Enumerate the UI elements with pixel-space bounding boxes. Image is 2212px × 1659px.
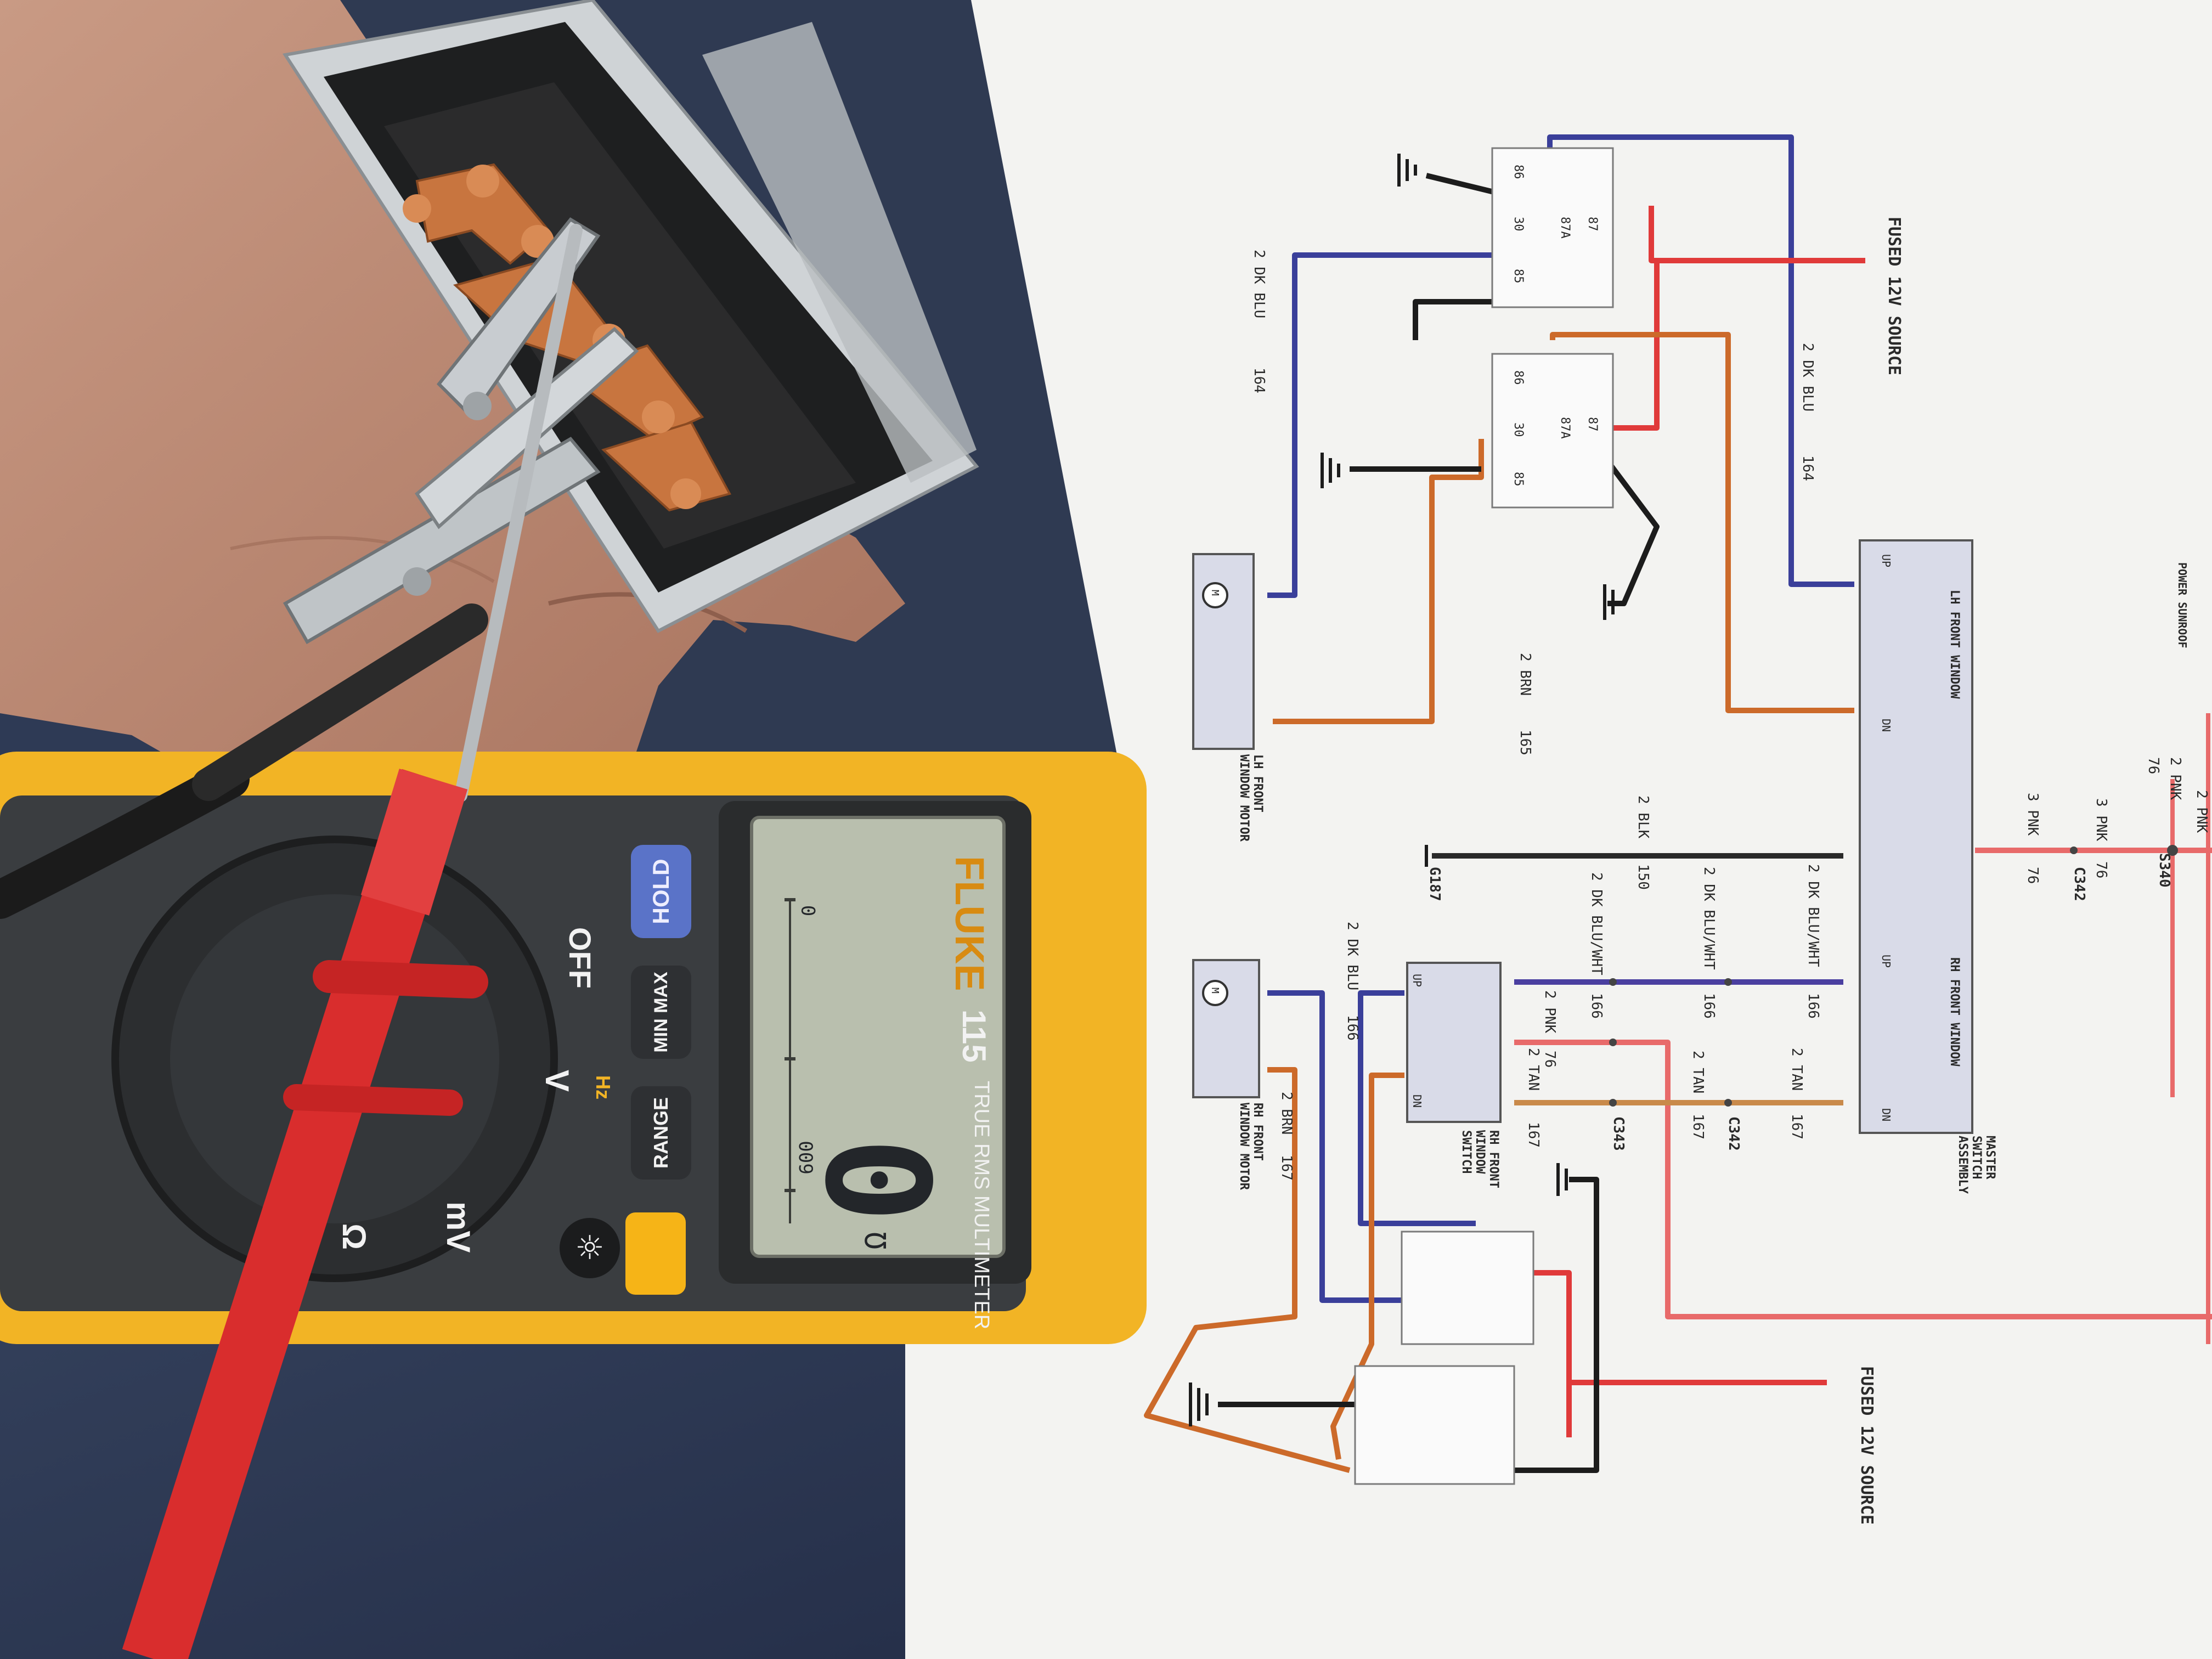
wire-dk-blu-166b <box>1358 990 1476 1226</box>
wire-brn-165 <box>1273 439 1484 724</box>
lcd-bargraph <box>785 898 795 1223</box>
switch-boxes <box>1192 539 1973 1134</box>
wire-dk-blu-166 <box>1267 990 1437 1303</box>
ground-symbols <box>1189 154 1615 1426</box>
relay-top <box>1354 147 1614 1485</box>
wire-orange-bottom <box>1330 1073 1404 1460</box>
wire-dk-blu-164b <box>1267 252 1564 598</box>
yellow-button[interactable] <box>625 1212 686 1295</box>
wire-red-fused-top <box>1649 206 1865 263</box>
wire-blk-gnd-right <box>1589 437 1660 606</box>
wire-brn-167 <box>1144 1067 1351 1473</box>
wire-orange-relay <box>1550 332 1854 713</box>
connector-dots <box>1609 845 2178 1107</box>
wire-pnk-76 <box>1514 1040 2212 1319</box>
wire-red-87-bottom <box>1525 1270 1572 1383</box>
backlight-icon[interactable]: ☼ <box>560 1218 620 1278</box>
wire-blk-bottom-right <box>1514 1177 1599 1473</box>
wire-red-87 <box>1605 261 1660 431</box>
